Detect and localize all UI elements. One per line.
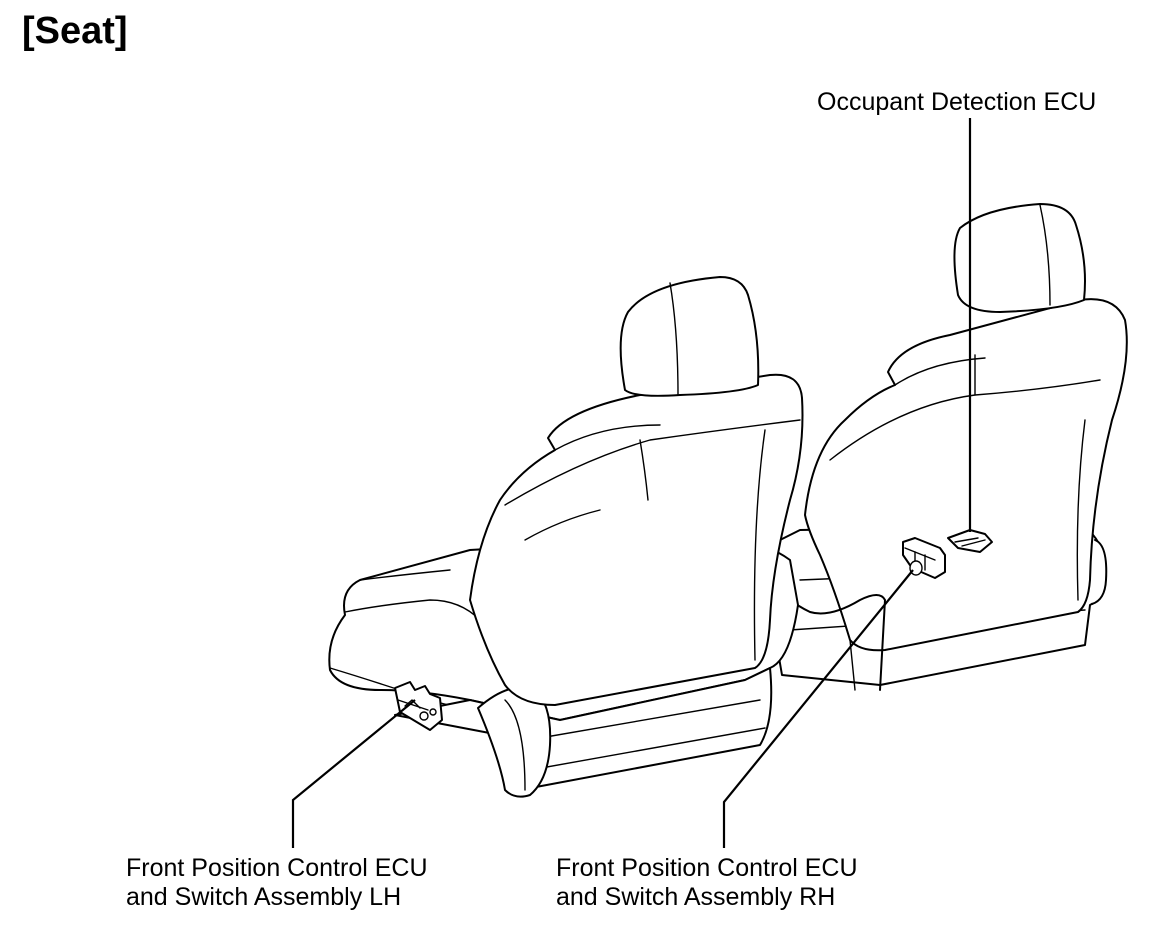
front-position-control-ecu-lh-label: Front Position Control ECU and Switch As… xyxy=(126,854,428,912)
rh-label-line2: and Switch Assembly RH xyxy=(556,883,836,911)
occupant-detection-ecu-text: Occupant Detection ECU xyxy=(817,88,1097,116)
left-seat-base xyxy=(394,667,773,791)
front-position-control-ecu-rh-label: Front Position Control ECU and Switch As… xyxy=(556,854,858,912)
left-seat xyxy=(328,276,804,798)
rh-leader xyxy=(722,569,914,848)
diagram-title: [Seat] xyxy=(22,10,128,52)
left-seat-backrest xyxy=(469,373,804,706)
lh-switch-assembly xyxy=(394,681,443,731)
right-seat-backrest xyxy=(804,298,1128,652)
lh-leader xyxy=(291,699,416,848)
rh-label-line1: Front Position Control ECU xyxy=(556,854,858,882)
left-seat-headrest xyxy=(619,276,760,397)
lh-label-line2: and Switch Assembly LH xyxy=(126,883,402,911)
occupant-detection-ecu-label: Occupant Detection ECU xyxy=(817,88,1096,117)
lh-label-line1: Front Position Control ECU xyxy=(126,854,428,882)
right-seat xyxy=(769,203,1128,691)
right-seat-headrest xyxy=(953,203,1086,313)
